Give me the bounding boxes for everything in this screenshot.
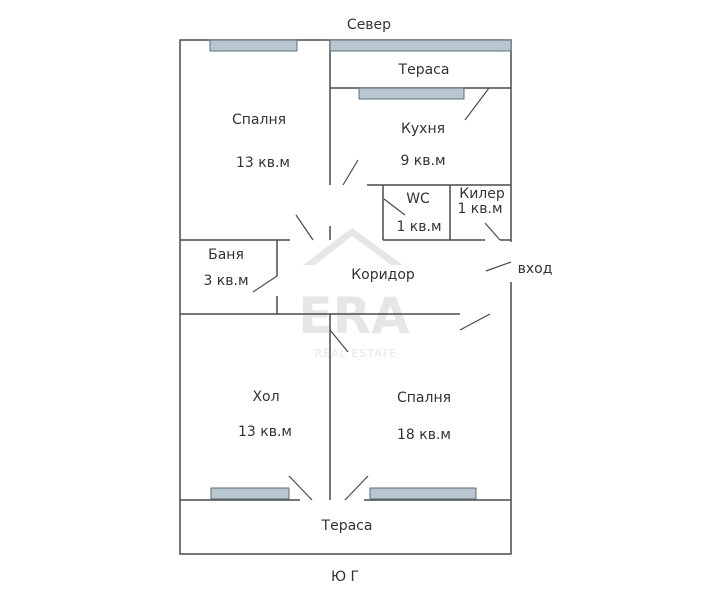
windows [209, 39, 512, 500]
door-bedroom-terrace [344, 475, 369, 501]
door-living-terrace [288, 475, 313, 501]
kitchen-area: 9 кв.м [400, 153, 445, 169]
bathroom-label: Баня [208, 247, 244, 263]
door-entrance [485, 261, 512, 272]
door-living [329, 329, 349, 353]
bedroom-s-area: 18 кв.м [397, 427, 451, 443]
window-terrace-north [329, 39, 512, 52]
bedroom-s-label: Спалня [397, 390, 451, 406]
door-bathroom [252, 275, 278, 293]
interior-walls [180, 40, 511, 501]
compass-north: Север [347, 17, 391, 33]
bedroom-nw-area: 13 кв.м [236, 155, 290, 171]
door-bedroom-s [459, 313, 491, 331]
terrace-south-label: Тераса [321, 518, 373, 534]
door-bedroom-nw [295, 214, 314, 241]
kitchen-label: Кухня [401, 121, 445, 137]
window-bedroom-s [369, 487, 477, 500]
door-pantry [484, 222, 501, 241]
bathroom-area: 3 кв.м [203, 273, 248, 289]
door-swings [252, 87, 512, 501]
terrace-north-label: Тераса [398, 62, 450, 78]
window-living [210, 487, 290, 500]
compass-south: Ю Г [331, 569, 359, 585]
window-kitchen [358, 87, 465, 100]
bedroom-nw-label: Спалня [232, 112, 286, 128]
window-bedroom-nw [209, 39, 298, 52]
watermark-subtitle: REAL ESTATE [315, 347, 398, 360]
pantry-label: Килер [459, 186, 505, 202]
door-kitchen [342, 159, 359, 186]
living-label: Хол [252, 389, 279, 405]
wc-label: WC [406, 191, 430, 207]
pantry-area: 1 кв.м [457, 201, 502, 217]
entrance-label: вход [518, 261, 553, 277]
door-kitchen-terrace [464, 87, 490, 121]
corridor-label: Коридор [351, 267, 415, 283]
living-area: 13 кв.м [238, 424, 292, 440]
door-wc [383, 198, 406, 216]
era-watermark: ERA REAL ESTATE [298, 228, 410, 360]
watermark-logo: ERA [298, 287, 410, 345]
wc-area: 1 кв.м [396, 219, 441, 235]
